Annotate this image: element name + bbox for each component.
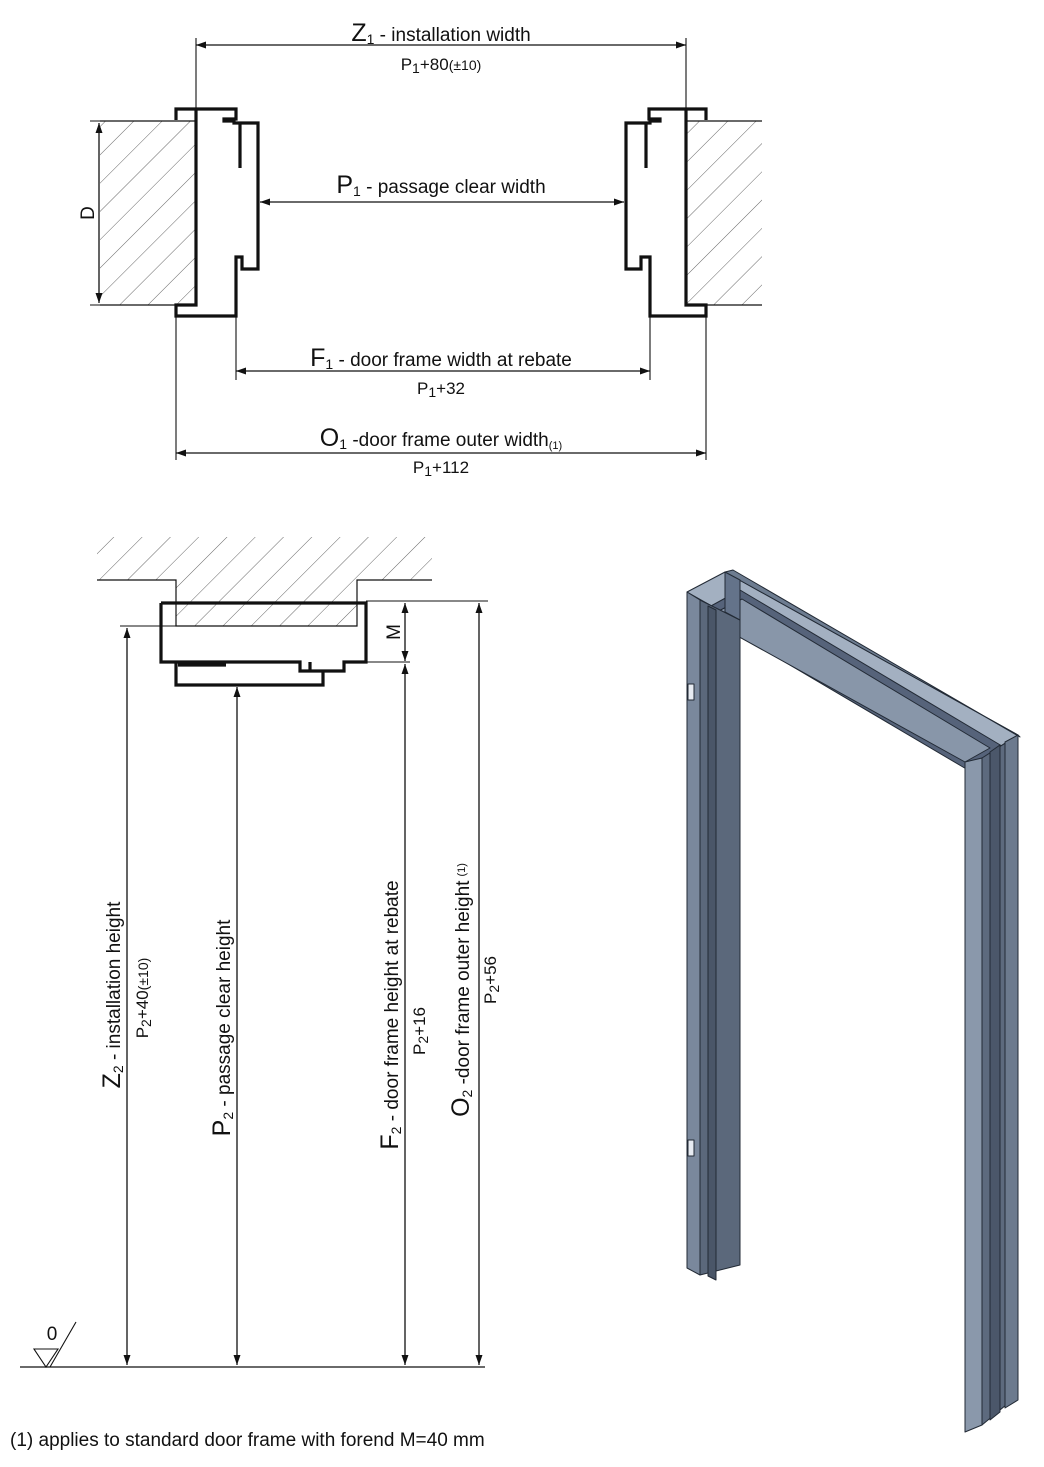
m-dimension: M — [366, 600, 488, 663]
f2-label: F2 - door frame height at rebate — [376, 880, 404, 1149]
left-wall — [100, 120, 196, 306]
lower-hinge-icon — [687, 1139, 695, 1157]
z2-dimension: Z2 - installation height P2+40(±10) — [98, 628, 154, 1365]
m-label: M — [384, 624, 405, 640]
f2-dimension: F2 - door frame height at rebate P2+16 — [376, 664, 431, 1365]
d-label: D — [78, 206, 99, 220]
p2-dimension: P2 - passage clear height — [208, 687, 241, 1365]
p1-dimension: P1 - passage clear width — [260, 171, 624, 206]
o1-dimension: O1 -door frame outer width(1) P1+112 — [175, 316, 707, 479]
o2-dimension: O2 -door frame outer height(1) P2+56 — [447, 603, 502, 1365]
door-frame-3d — [686, 569, 1021, 1433]
right-wall — [686, 120, 762, 306]
f1-formula: P1+32 — [417, 379, 465, 400]
f1-label: F1 - door frame width at rebate — [310, 344, 572, 372]
head-frame-profile — [159, 601, 368, 687]
o1-label: O1 -door frame outer width(1) — [320, 424, 562, 452]
zero-level-label: 0 — [47, 1324, 58, 1345]
f1-dimension: F1 - door frame width at rebate P1+32 — [235, 316, 651, 400]
o2-formula: P2+56 — [481, 956, 502, 1004]
plan-view: Z1 - installation width P1+80(±10) P1 - … — [78, 19, 762, 479]
z1-label: Z1 - installation width — [351, 19, 530, 47]
lintel-wall — [97, 537, 432, 627]
footnote: (1) applies to standard door frame with … — [10, 1430, 485, 1451]
z2-label: Z2 - installation height — [98, 901, 126, 1089]
p1-label: P1 - passage clear width — [336, 171, 545, 199]
right-frame-profile — [624, 107, 708, 318]
zero-level-marker: 0 — [32, 1321, 77, 1368]
o2-label: O2 -door frame outer height(1) — [447, 863, 475, 1117]
p2-label: P2 - passage clear height — [208, 919, 236, 1136]
z2-formula: P2+40(±10) — [133, 958, 154, 1039]
z1-dimension: Z1 - installation width P1+80(±10) — [195, 19, 687, 109]
d-dimension: D — [78, 120, 110, 306]
upper-hinge-icon — [687, 683, 695, 701]
section-view: M 0 Z2 - installation height P2+40(±10) … — [20, 537, 502, 1368]
f2-formula: P2+16 — [410, 1007, 431, 1055]
o1-formula: P1+112 — [413, 458, 469, 479]
left-frame-profile — [174, 107, 260, 318]
z1-formula: P1+80(±10) — [401, 55, 482, 76]
